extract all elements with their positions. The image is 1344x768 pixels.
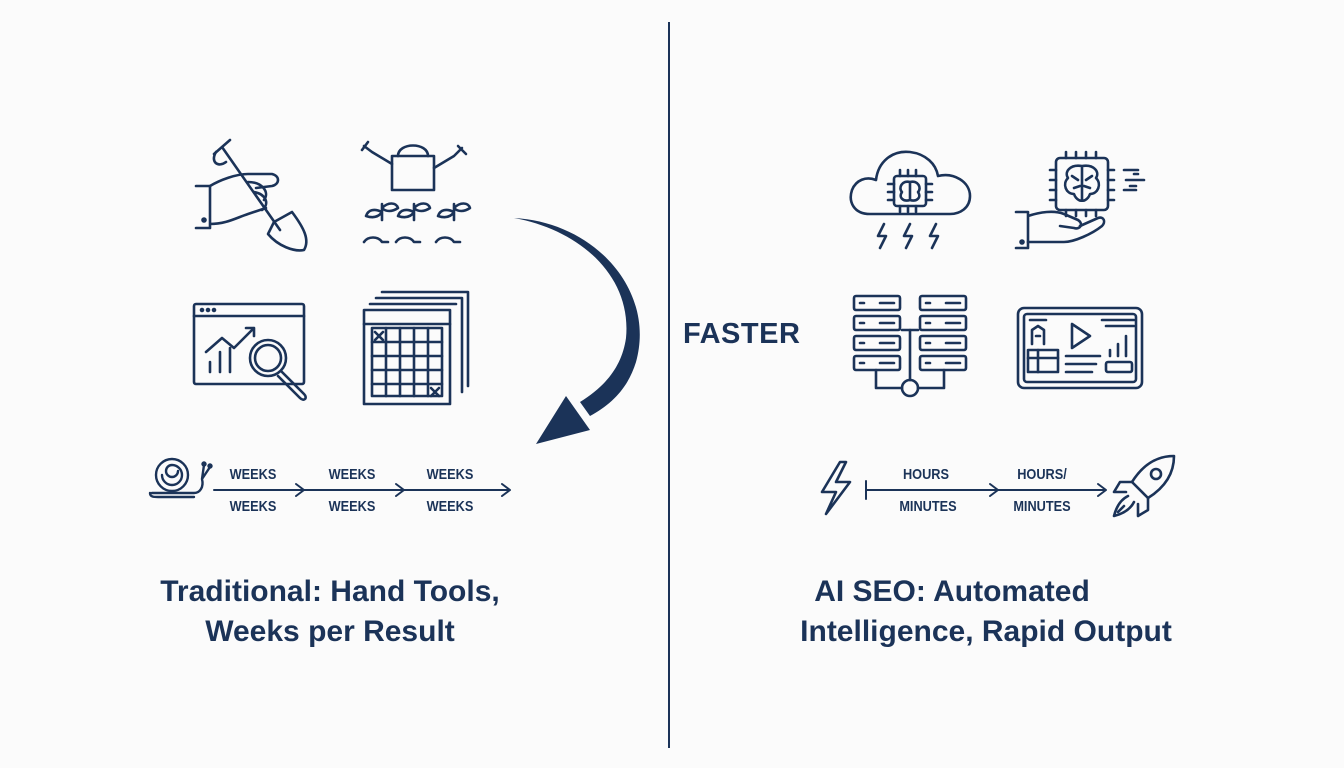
right-caption-line1: AI SEO: Automated [814,575,1090,608]
watering-can-seedlings-icon [358,138,474,250]
left-timeline-bottom-2: WEEKS [328,498,376,515]
right-timeline-bottom-2: MINUTES [1013,498,1071,515]
server-network-icon [852,294,970,400]
browser-analytics-magnifier-icon [192,302,314,402]
cloud-ai-chip-icon [846,140,974,254]
rocket-icon [1110,452,1178,520]
left-timeline-bottom-3: WEEKS [426,498,474,515]
left-timeline-top-2: WEEKS [328,466,376,483]
right-caption-line2: Intelligence, Rapid Output [800,615,1172,648]
left-timeline-bottom-1: WEEKS [229,498,277,515]
left-caption-line2: Weeks per Result [205,615,455,648]
left-caption-line1: Traditional: Hand Tools, [160,575,500,608]
right-timeline-top-2: HOURS/ [1017,466,1067,483]
center-divider [668,22,670,748]
right-timeline-bottom-1: MINUTES [899,498,957,515]
left-timeline-top-1: WEEKS [229,466,277,483]
hand-brain-chip-icon [1014,150,1148,254]
hand-shovel-icon [192,134,316,256]
dashboard-video-icon [1016,306,1144,390]
left-timeline-top-3: WEEKS [426,466,474,483]
faster-label: FASTER [683,318,801,350]
snail-icon [148,455,214,499]
lightning-bolt-icon [818,460,854,516]
stacked-calendar-grid-icon [362,290,472,408]
right-timeline-top-1: HOURS [902,466,950,483]
